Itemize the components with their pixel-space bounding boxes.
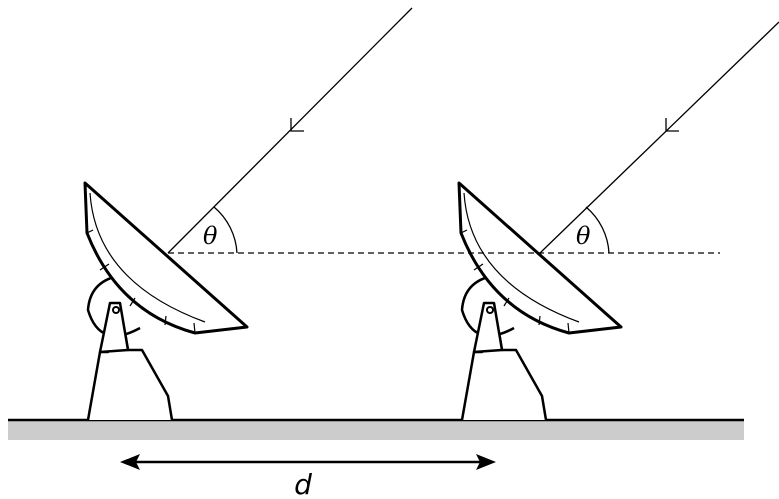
angle-label-left: θ	[203, 222, 218, 250]
angle-arc-left	[213, 206, 238, 254]
baseline-arrowhead-right	[476, 454, 496, 470]
incoming-ray-right	[539, 21, 779, 254]
baseline-distance-label: d	[294, 468, 312, 499]
ray-arrowhead-right	[665, 118, 679, 132]
baseline-arrowhead-left	[120, 454, 140, 470]
angle-label-right: θ	[576, 222, 591, 250]
antenna-left	[83, 181, 249, 422]
angle-arc-right	[585, 206, 610, 254]
incoming-ray-left	[167, 7, 413, 254]
ground-strip	[8, 421, 744, 440]
ray-arrowhead-left	[290, 118, 304, 132]
